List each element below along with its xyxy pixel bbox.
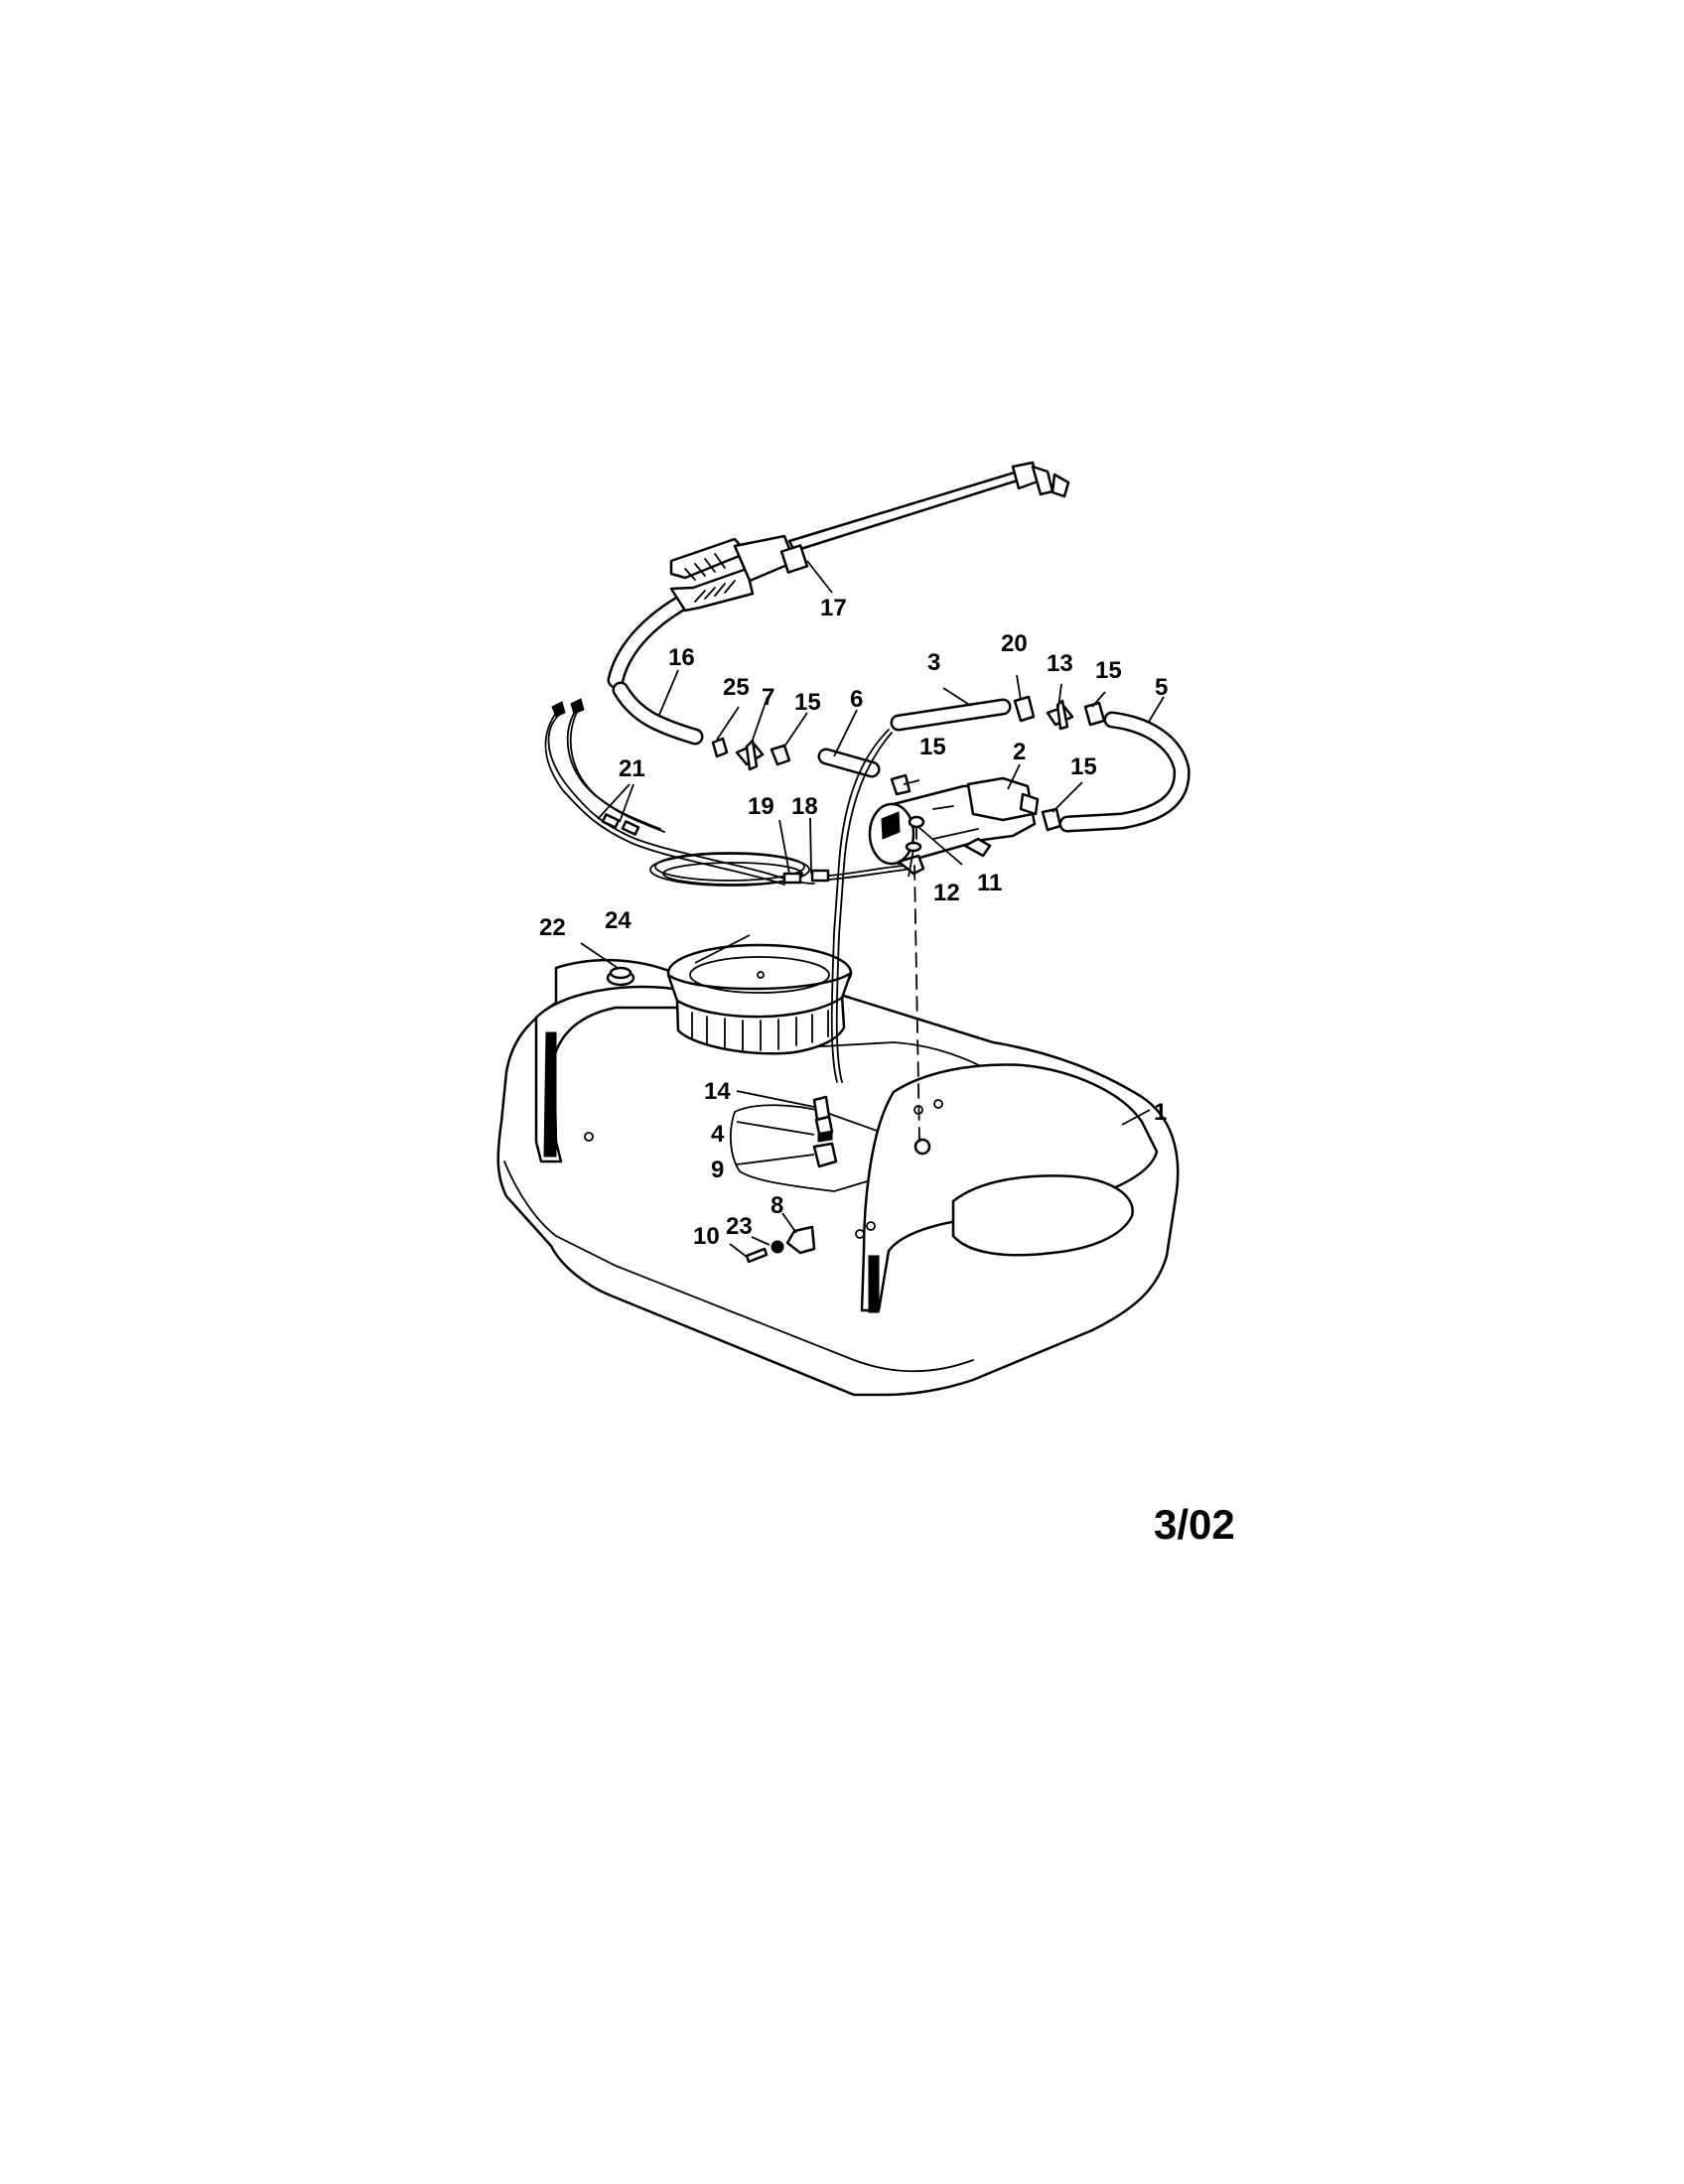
callout-2: 2: [1013, 739, 1026, 765]
callout-16: 16: [668, 644, 695, 671]
screw-10: [745, 1247, 769, 1264]
clamp-15-right-top: [1083, 701, 1106, 727]
clamp-20: [1013, 695, 1036, 723]
callout-7: 7: [762, 684, 774, 711]
washer-23: [771, 1240, 784, 1254]
callout-15-clamp-left: 15: [794, 689, 821, 716]
screw-11: [908, 815, 925, 840]
callout-19: 19: [748, 793, 774, 820]
leader-lines: [580, 560, 1165, 1258]
callout-labels: 1 2 3 4 5 6 7 8 9 10 11 12 13 14 15 15 1…: [539, 595, 1168, 1250]
callout-10: 10: [693, 1223, 720, 1250]
hose-6: [817, 748, 881, 778]
hose-16: [612, 681, 704, 746]
callout-18: 18: [791, 793, 818, 820]
callout-20: 20: [1001, 630, 1028, 657]
callout-8: 8: [771, 1192, 783, 1219]
spray-wand: [607, 461, 1070, 689]
fitting-4: [817, 1132, 833, 1143]
callout-14: 14: [704, 1078, 731, 1105]
callout-13: 13: [1047, 650, 1073, 677]
callout-12: 12: [933, 880, 960, 906]
fill-cap: [666, 943, 853, 1055]
clamp-15-right-bottom: [1041, 807, 1062, 832]
clamp-15-left: [770, 744, 791, 766]
clamp-15-mid: [890, 773, 912, 796]
fitting-9: [812, 1142, 838, 1168]
callout-15-clamp-mid: 15: [919, 734, 946, 760]
clamp-25: [711, 737, 729, 758]
pump: [868, 776, 1040, 876]
callout-17: 17: [820, 595, 847, 621]
callout-22: 22: [539, 914, 566, 941]
callout-24: 24: [605, 907, 632, 934]
wiring-harness: [544, 698, 907, 887]
tank: [496, 958, 1180, 1397]
callout-3: 3: [927, 649, 940, 676]
washer-12: [905, 841, 922, 853]
callout-9: 9: [711, 1157, 724, 1183]
callout-15-clamp-right-bottom: 15: [1070, 753, 1097, 780]
callout-25: 25: [723, 674, 750, 701]
hose-3: [830, 698, 1012, 1083]
date-code: 3/02: [1154, 1501, 1235, 1548]
callout-23: 23: [726, 1213, 753, 1240]
hose-5: [1058, 711, 1191, 833]
callout-21: 21: [619, 755, 645, 782]
callout-11: 11: [977, 870, 1002, 896]
callout-1: 1: [1154, 1099, 1167, 1126]
bracket-8: [785, 1225, 816, 1255]
callout-4: 4: [711, 1121, 725, 1148]
vent-plug: [606, 966, 635, 987]
fitting-7: [735, 739, 765, 771]
fitting-14: [812, 1095, 834, 1136]
fitting-13: [1046, 699, 1074, 731]
callout-5: 5: [1155, 674, 1168, 701]
mount-dashed-line: [913, 865, 920, 1143]
callout-15-clamp-right-top: 15: [1095, 657, 1122, 684]
callout-6: 6: [850, 686, 863, 713]
